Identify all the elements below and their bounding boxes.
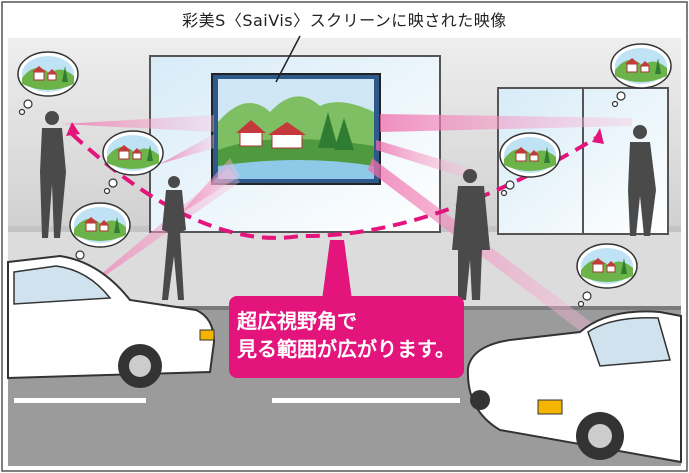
view-ray: [368, 158, 612, 346]
callout-box: 超広視野角で 見る範囲が広がります。: [229, 296, 464, 378]
car-right: [466, 310, 682, 464]
callout-pointer: [322, 240, 352, 300]
person-silhouette: [628, 125, 656, 236]
callout-line-1: 超広視野角で: [237, 309, 357, 333]
lane-marking: [14, 398, 146, 403]
person-silhouette: [452, 169, 490, 300]
view-ray: [376, 140, 470, 178]
saivis-screen: [211, 73, 381, 185]
view-ray: [70, 168, 240, 300]
view-ray: [380, 114, 632, 132]
callout-line-2: 見る範囲が広がります。: [237, 337, 455, 361]
diagram-title: 彩美S〈SaiVis〉スクリーンに映された映像: [182, 11, 507, 30]
car-left: [7, 254, 216, 388]
view-ray: [160, 134, 214, 164]
view-ray: [62, 115, 214, 132]
person-silhouette: [162, 176, 186, 300]
person-silhouette: [40, 111, 66, 238]
lane-marking: [272, 398, 460, 403]
viewing-angle-arc: [70, 132, 598, 240]
